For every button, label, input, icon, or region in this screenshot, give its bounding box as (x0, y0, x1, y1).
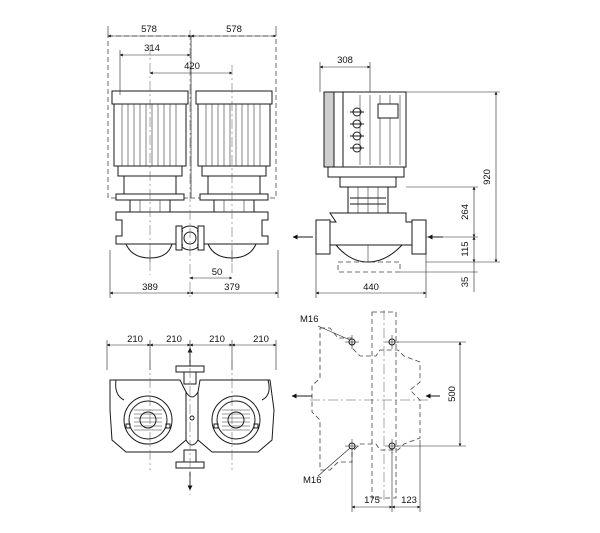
dim-label: 35 (460, 277, 471, 288)
dim-label: 123 (401, 495, 417, 506)
dim-label: 420 (184, 61, 200, 72)
dim-label: 115 (460, 241, 471, 256)
leader-line (317, 447, 351, 477)
dim-label: 210 (166, 334, 182, 345)
bolt-hole (385, 335, 399, 349)
foundation-outline (337, 261, 401, 273)
dim-label: 210 (253, 334, 269, 345)
pump-body-left-top (109, 379, 187, 453)
pump-centre-body (185, 390, 199, 446)
dim-label: 389 (142, 282, 158, 293)
dim-label: 314 (144, 43, 160, 54)
dim-label: 500 (447, 386, 458, 402)
dim-label: 920 (482, 169, 493, 185)
top-view: 210 210 210 210 (106, 334, 277, 495)
pump-housing-side (315, 212, 427, 263)
dim-label: 578 (226, 24, 242, 35)
dim-label: 440 (363, 282, 379, 293)
dim-label: 175 (364, 495, 380, 506)
side-view: 308 920 264 115 35 440 (292, 55, 500, 298)
motor-right (195, 90, 273, 213)
motor-side (323, 91, 407, 214)
bolt-hole (345, 335, 359, 349)
foundation-view: M16 M16 500 175 123 (291, 310, 466, 512)
bolt-hole (345, 439, 359, 453)
dim-label: 308 (337, 55, 353, 66)
pump-body-right-top (197, 379, 275, 453)
dim-label: 264 (460, 204, 471, 220)
bolt-size-label: M16 (300, 314, 318, 325)
leader-line (317, 325, 351, 341)
pump-housing-front (115, 211, 269, 262)
dim-label: 210 (209, 334, 225, 345)
dim-label: 50 (212, 267, 223, 278)
front-view: 578 578 314 420 389 379 50 (107, 24, 279, 300)
dim-label: 379 (224, 282, 240, 293)
foundation-outline (311, 327, 421, 471)
dim-label: 210 (127, 334, 143, 345)
bolt-size-label: M16 (303, 475, 321, 486)
dim-label: 578 (141, 24, 157, 35)
